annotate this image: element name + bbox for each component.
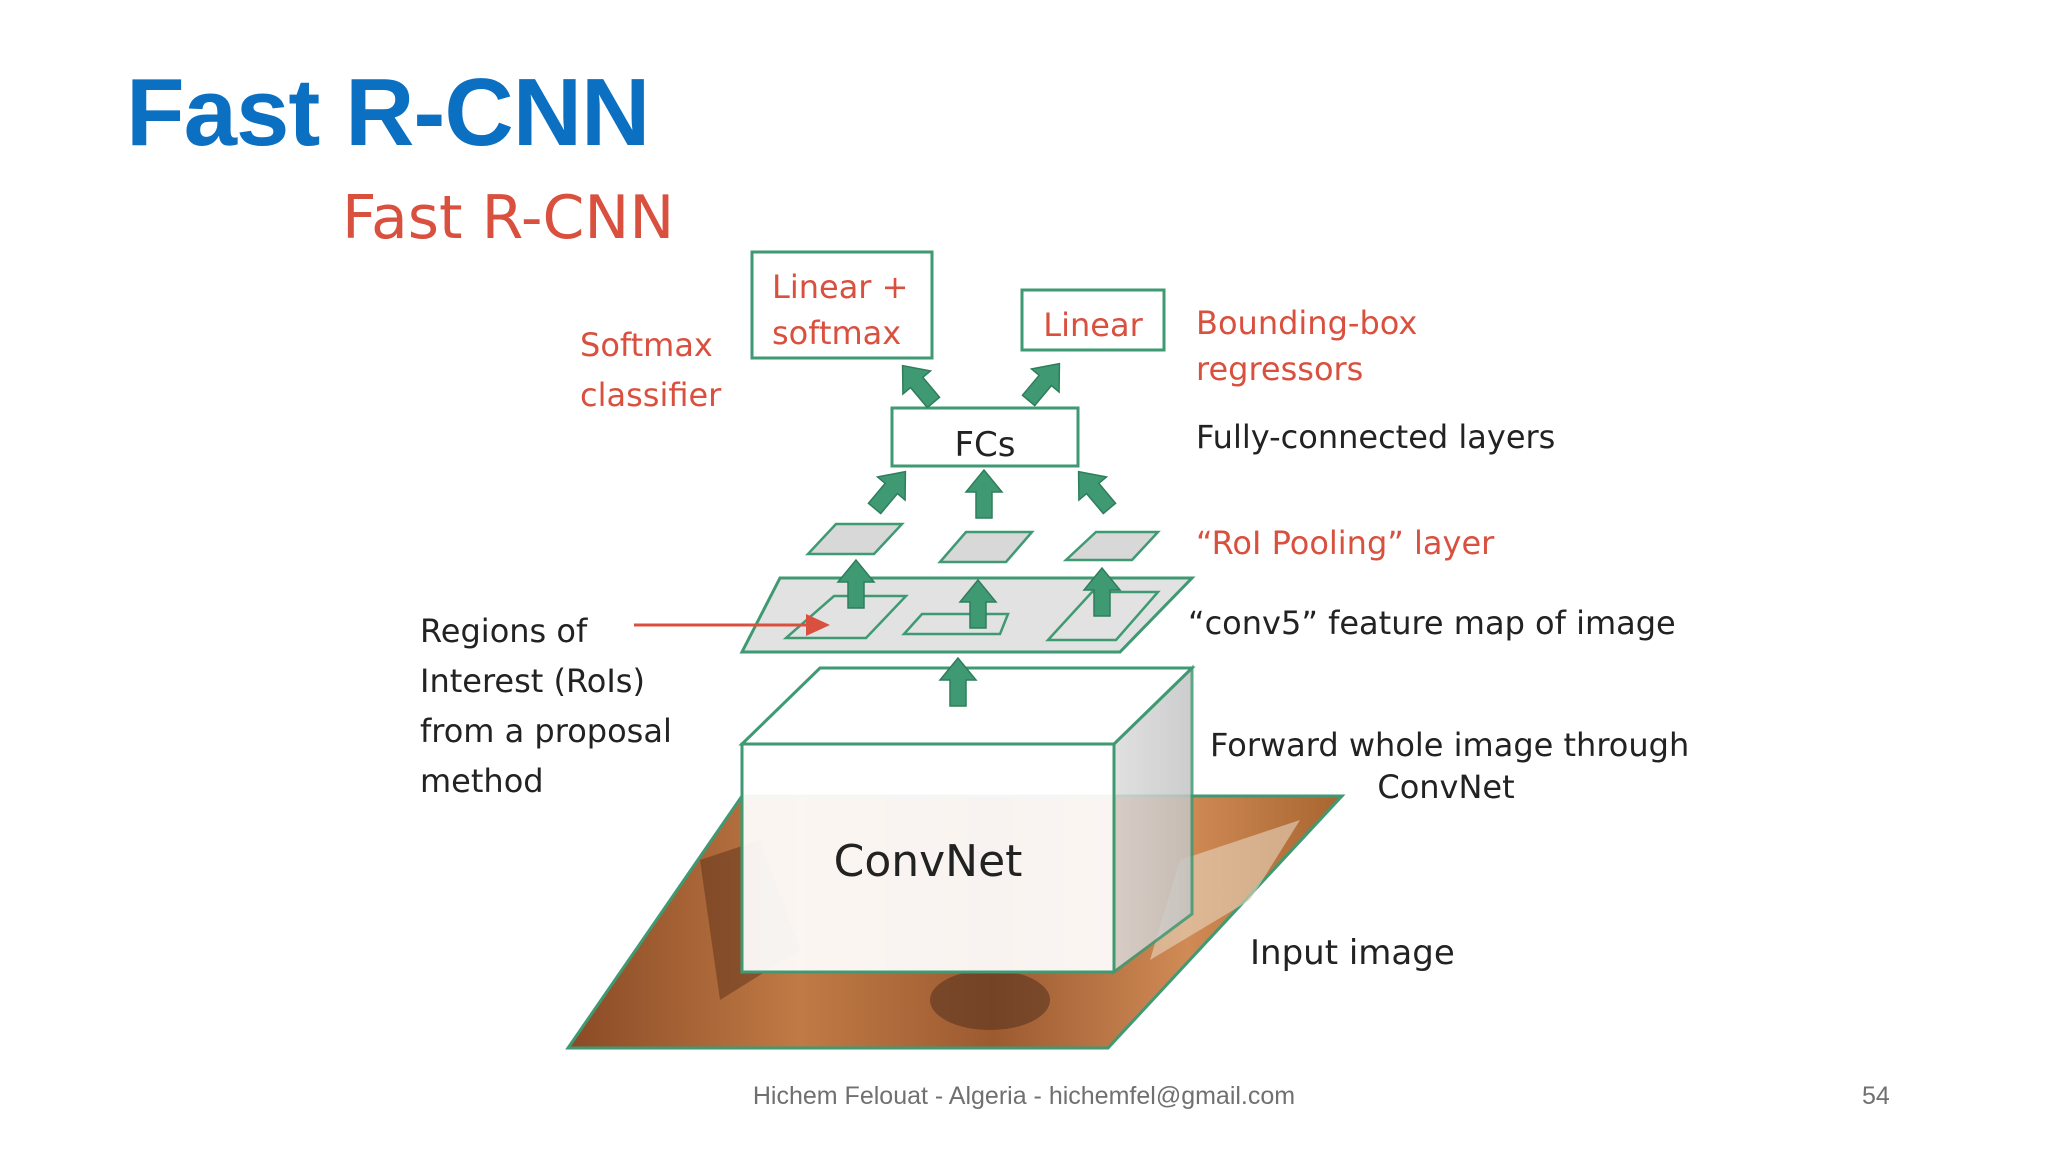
arrow-up-icon: [860, 459, 920, 521]
arrow-up-icon: [965, 469, 1003, 519]
conv5-feature-map: [739, 576, 1196, 654]
arrow-up-icon: [1064, 459, 1124, 521]
linear-label: Linear: [1043, 306, 1143, 344]
convnet-label: ConvNet: [834, 836, 1023, 887]
bbox-label-line1: Bounding-box: [1196, 304, 1417, 342]
softmax-label-line2: classifier: [580, 376, 722, 414]
fcs-box: FCs: [890, 406, 1080, 468]
linear-softmax-line1: Linear +: [772, 268, 908, 306]
conv5-label: “conv5” feature map of image: [1188, 604, 1676, 642]
forward-label-line2: ConvNet: [1377, 768, 1514, 806]
regions-label-line4: method: [420, 762, 544, 800]
forward-label-line1: Forward whole image through: [1210, 726, 1689, 764]
regions-label-line3: from a proposal: [420, 712, 672, 750]
fcs-label: FCs: [954, 425, 1015, 465]
linear-softmax-line2: softmax: [772, 314, 901, 352]
convnet-box: ConvNet: [738, 664, 1196, 975]
roi-pooling-label: “RoI Pooling” layer: [1196, 524, 1495, 562]
page-number: 54: [1862, 1082, 1890, 1110]
linear-box: Linear: [1020, 288, 1166, 352]
bbox-label-line2: regressors: [1196, 350, 1363, 388]
regions-label-line2: Interest (RoIs): [420, 662, 645, 700]
red-arrow-icon: [634, 614, 830, 636]
slide-footer: Hichem Felouat - Algeria - hichemfel@gma…: [752, 1082, 1296, 1110]
regions-label-line1: Regions of: [420, 612, 588, 650]
fully-connected-label: Fully-connected layers: [1196, 418, 1555, 456]
softmax-label-line1: Softmax: [580, 326, 713, 364]
slide-title: Fast R-CNN: [126, 59, 650, 166]
input-image-label: Input image: [1250, 933, 1455, 973]
roi-pooled-features: [805, 522, 1161, 564]
arrow-up-icon: [1014, 351, 1074, 413]
linear-softmax-box: Linear + softmax: [750, 250, 934, 360]
diagram-title: Fast R-CNN: [342, 183, 674, 253]
arrow-up-icon: [888, 353, 948, 415]
